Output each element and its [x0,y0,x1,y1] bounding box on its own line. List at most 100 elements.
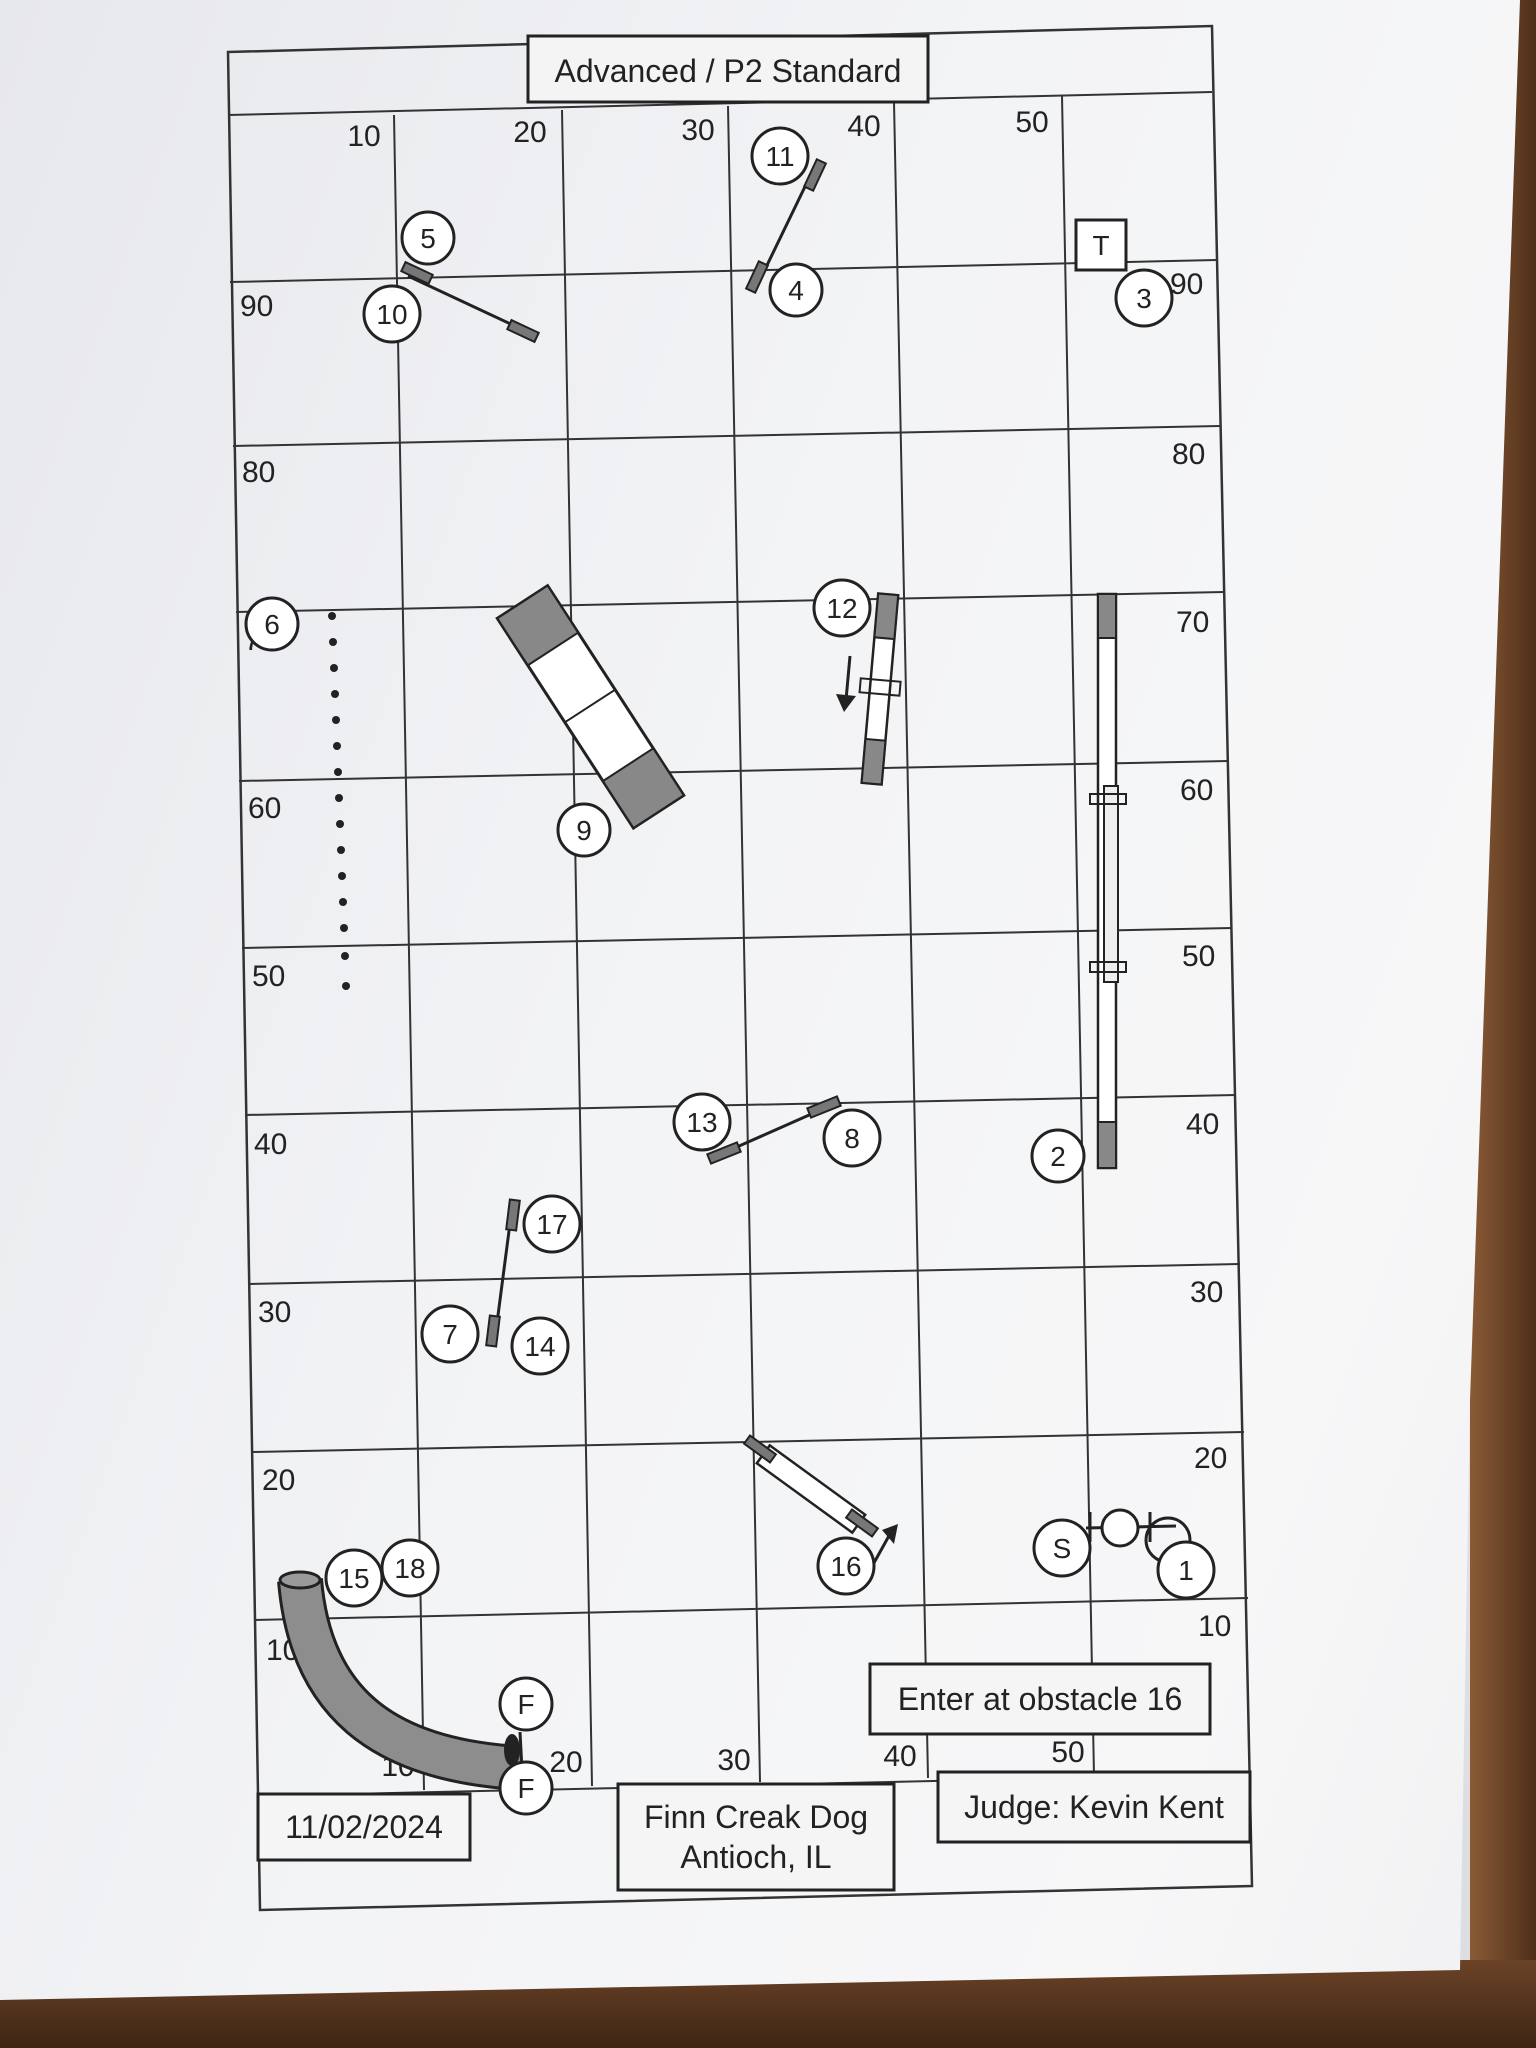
axis-top-label: 50 [1015,106,1048,139]
axis-right-label: 90 [1170,268,1203,301]
location-box: Finn Creak Dog Antioch, IL [616,1782,896,1892]
course-title: Advanced / P2 Standard [555,53,902,89]
marker-3: 3 [1114,268,1174,328]
jump-5-10 [399,260,541,344]
finish-marker-top: F [498,1676,554,1732]
arrow-12 [836,655,856,712]
axis-right-label: 60 [1180,774,1213,807]
enter-note-box: Enter at obstacle 16 [868,1662,1212,1736]
enter-note: Enter at obstacle 16 [898,1681,1183,1717]
date-box: 11/02/2024 [256,1792,472,1862]
marker-18: 18 [380,1538,440,1598]
marker-14-label: 14 [524,1331,555,1362]
marker-13: 13 [672,1092,732,1152]
marker-12-label: 12 [826,593,857,624]
marker-9: 9 [556,802,612,858]
jump-1 [1085,1508,1192,1564]
marker-8: 8 [822,1108,882,1168]
obstacle-markers: 1 2 3 4 5 6 7 8 9 10 11 12 13 14 15 16 1… [244,126,1216,1608]
jump-7-14-17 [485,1198,521,1348]
marker-15: 15 [324,1548,384,1608]
marker-10: 10 [362,284,422,344]
marker-17-label: 17 [536,1209,567,1240]
axis-top-label: 10 [347,120,380,153]
axis-left-label: 50 [252,960,285,993]
start-marker: S [1032,1518,1092,1578]
table-label: T [1092,230,1109,261]
dogwalk-12 [858,592,902,786]
axis-right-label: 10 [1198,1610,1231,1643]
title-box: Advanced / P2 Standard [526,34,930,104]
marker-6: 6 [244,596,300,652]
marker-5: 5 [400,210,456,266]
axis-left-label: 40 [254,1128,287,1161]
axis-right-label: 30 [1190,1276,1223,1309]
judge-box: Judge: Kevin Kent [936,1770,1252,1844]
finish-label-top: F [517,1689,534,1720]
axis-left-label: 80 [242,456,275,489]
axis-bottom: 10 20 30 40 50 [381,1736,1084,1783]
axis-right-label: 50 [1182,940,1215,973]
location-line1: Finn Creak Dog [644,1799,868,1835]
jump-4-11 [744,157,828,295]
axis-top-label: 30 [681,114,714,147]
marker-10-label: 10 [376,299,407,330]
axis-bottom-label: 50 [1051,1736,1084,1769]
axis-top: 10 20 30 40 50 [347,106,1048,153]
marker-3-label: 3 [1136,283,1152,314]
marker-11: 11 [750,126,810,186]
start-label: S [1053,1533,1072,1564]
judge-text: Judge: Kevin Kent [964,1789,1224,1825]
weave-poles-6 [328,612,350,990]
marker-7-label: 7 [442,1319,458,1350]
jump-8-13 [705,1095,843,1165]
date-text: 11/02/2024 [285,1809,443,1845]
axis-left-label: 90 [240,290,273,323]
marker-9-label: 9 [576,815,592,846]
marker-1-label: 1 [1178,1555,1194,1586]
axis-bottom-label: 40 [883,1740,916,1773]
axis-bottom-label: 20 [549,1746,582,1779]
course-grid [227,91,1251,1797]
axis-right-label: 20 [1194,1442,1227,1475]
marker-14: 14 [510,1316,570,1376]
finish-label-bottom: F [517,1773,534,1804]
axis-top-label: 20 [513,116,546,149]
marker-16-label: 16 [830,1551,861,1582]
marker-16: 16 [816,1536,876,1596]
axis-right-label: 40 [1186,1108,1219,1141]
finish-marker-bottom: F [498,1760,554,1816]
marker-4-label: 4 [788,275,804,306]
axis-bottom-label: 30 [717,1744,750,1777]
axis-left-label: 60 [248,792,281,825]
axis-right: 90 80 70 60 50 40 30 20 10 [1170,268,1231,1643]
axis-right-label: 80 [1172,438,1205,471]
marker-11-label: 11 [765,141,794,172]
axis-left: 90 80 70 60 50 40 30 20 10 [240,290,299,1667]
marker-13-label: 13 [686,1107,717,1138]
marker-2: 2 [1030,1128,1086,1184]
marker-15-label: 15 [338,1563,369,1594]
marker-12: 12 [812,578,872,638]
location-line2: Antioch, IL [680,1839,831,1875]
marker-6-label: 6 [264,609,280,640]
marker-7: 7 [420,1304,480,1364]
marker-8-label: 8 [844,1123,860,1154]
dogwalk-2 [1089,592,1127,1170]
aframe-9 [495,583,686,831]
tunnel-15-18 [277,1570,524,1791]
marker-2-label: 2 [1050,1141,1066,1172]
axis-right-label: 70 [1176,606,1209,639]
axis-left-label: 30 [258,1296,291,1329]
marker-4: 4 [768,262,824,318]
axis-top-label: 40 [847,110,880,143]
jump-16 [742,1434,880,1538]
marker-17: 17 [522,1194,582,1254]
marker-1: 1 [1156,1540,1216,1600]
marker-5-label: 5 [420,223,436,254]
axis-left-label: 20 [262,1464,295,1497]
marker-18-label: 18 [394,1553,425,1584]
table-marker: T [1074,218,1128,272]
